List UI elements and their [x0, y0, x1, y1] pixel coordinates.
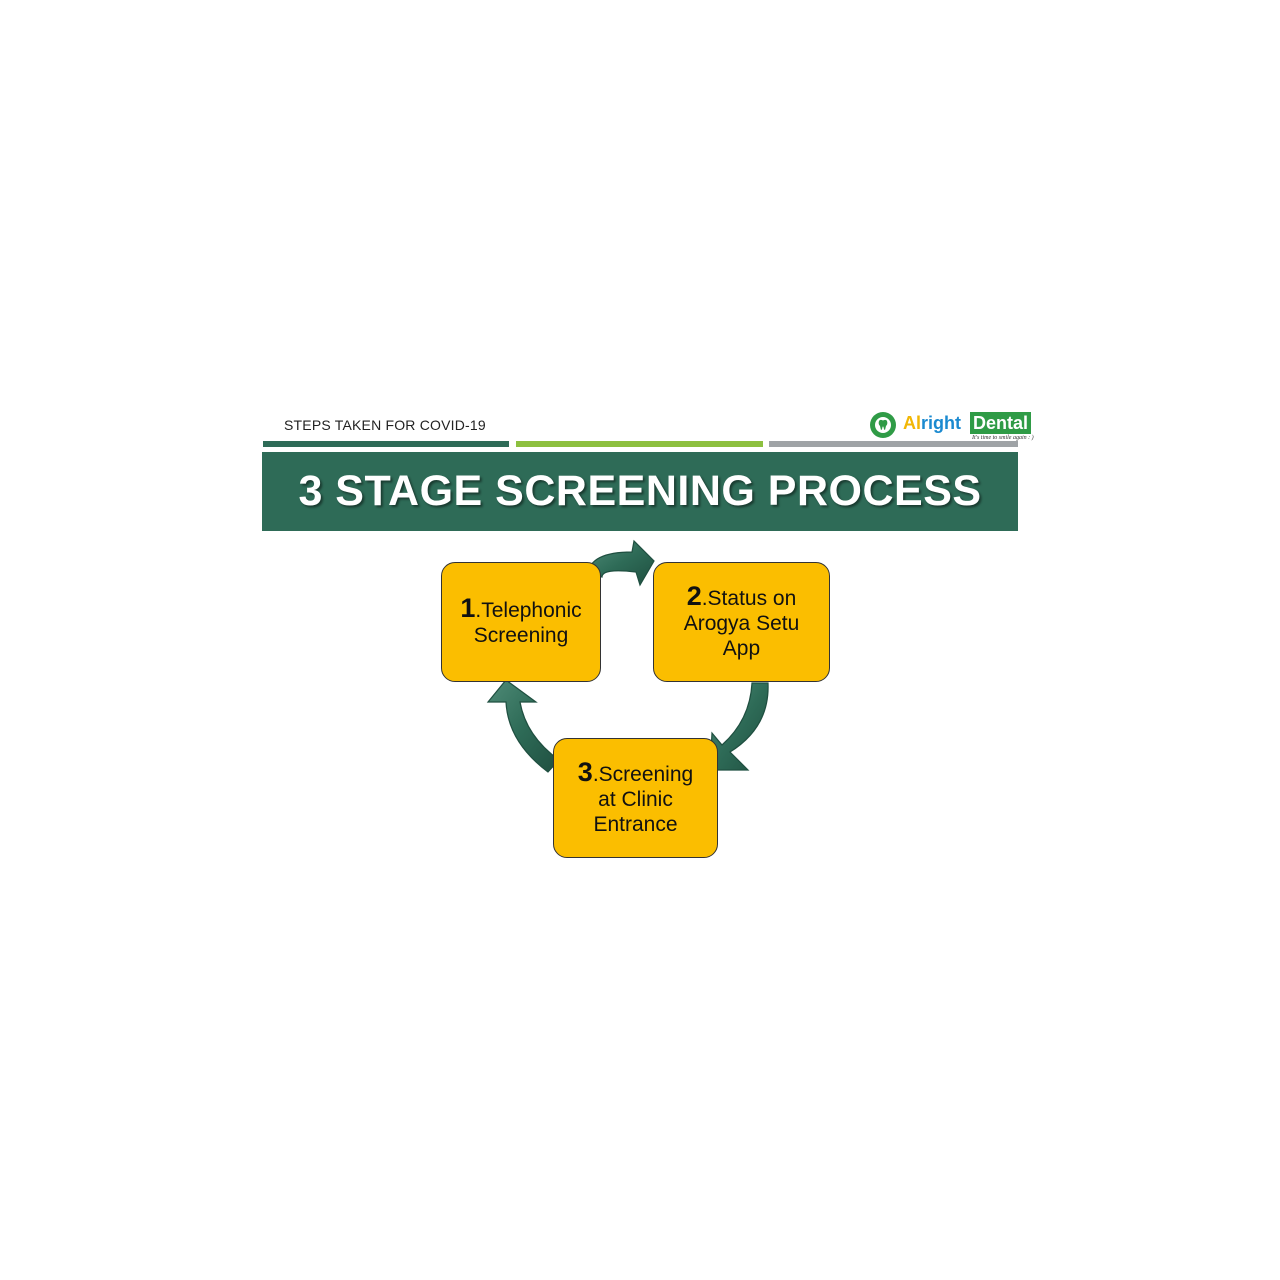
arrow-step1-to-step2 [587, 539, 655, 587]
step-text-line-2: Arogya Setu [683, 611, 800, 635]
step-text-line-1: .Screening [592, 762, 694, 786]
step-text-line-1: .Telephonic [475, 599, 582, 622]
step-text-line-1: .Status on [701, 586, 797, 610]
step-text-line-2: at Clinic [598, 787, 673, 811]
step-text-line-3: Entrance [593, 812, 678, 836]
section-label: STEPS TAKEN FOR COVID-19 [284, 417, 486, 433]
step-number: 1 [460, 593, 476, 623]
step-text-line-2: Screening [473, 624, 569, 647]
step-3-clinic-entrance-screening: 3.Screening at Clinic Entrance [553, 738, 718, 858]
header-rule-dark-green [263, 441, 509, 447]
arrow-step3-to-step1 [486, 679, 560, 773]
header-rule-light-green [516, 441, 763, 447]
step-2-arogya-setu-status: 2.Status on Arogya Setu App [653, 562, 830, 682]
title-banner: 3 STAGE SCREENING PROCESS [262, 452, 1018, 531]
logo-dental: Dental [970, 412, 1032, 434]
step-1-telephonic-screening: 1.Telephonic Screening [441, 562, 601, 682]
alright-dental-logo: Alright Dental It's time to smile again … [870, 410, 1045, 444]
step-text-line-3: App [722, 636, 761, 660]
logo-wordmark: Alright [903, 413, 961, 433]
arrow-step2-to-step3 [709, 682, 769, 771]
step-number: 3 [577, 756, 593, 787]
header-rule-gray [769, 441, 1018, 447]
page-title: 3 STAGE SCREENING PROCESS [298, 467, 982, 515]
logo-tagline: It's time to smile again : ) [972, 435, 1034, 441]
tooth-icon [870, 412, 896, 438]
step-number: 2 [686, 580, 702, 611]
